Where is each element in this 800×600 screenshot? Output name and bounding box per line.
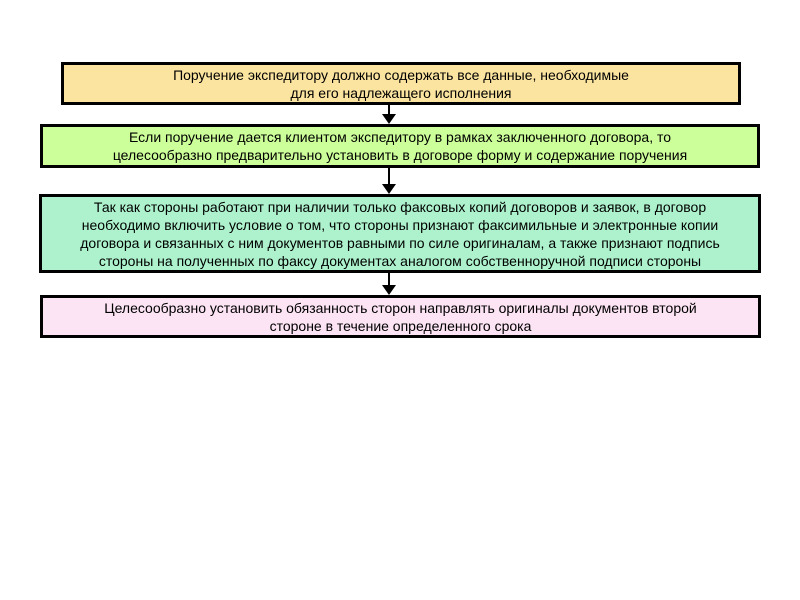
down-arrow-3	[382, 273, 396, 295]
flow-box-fax-copies: Так как стороны работают при наличии тол…	[39, 194, 761, 273]
box-text-line: договора и связанных с ним документов ра…	[80, 234, 720, 251]
arrow-head-icon	[382, 285, 396, 295]
box-text-line: целесообразно предварительно установить …	[112, 147, 688, 163]
box-text-line: Если поручение дается клиентом экспедито…	[128, 129, 672, 145]
arrow-shaft	[388, 168, 390, 184]
box-text-line: Поручение экспедитору должно содержать в…	[173, 66, 629, 83]
box-text-line: стороне в течение определенного срока	[269, 317, 532, 334]
box-text-line: необходимо включить условие о том, что с…	[81, 216, 719, 233]
arrow-head-icon	[382, 184, 396, 194]
arrow-head-icon	[382, 114, 396, 124]
flow-box-send-originals: Целесообразно установить обязанность сто…	[40, 295, 761, 338]
flow-box-contract-form: Если поручение дается клиентом экспедито…	[40, 124, 760, 168]
box-text-line: стороны на полученных по факсу документа…	[98, 252, 702, 269]
down-arrow-2	[382, 168, 396, 194]
flow-box-instruction-data: Поручение экспедитору должно содержать в…	[61, 62, 741, 105]
box-text-line: для его надлежащего исполнения	[290, 84, 512, 101]
arrow-shaft	[388, 105, 390, 114]
box-text-line: Целесообразно установить обязанность сто…	[104, 299, 697, 316]
down-arrow-1	[382, 105, 396, 124]
arrow-shaft	[388, 273, 390, 285]
box-text-line: Так как стороны работают при наличии тол…	[93, 198, 707, 215]
